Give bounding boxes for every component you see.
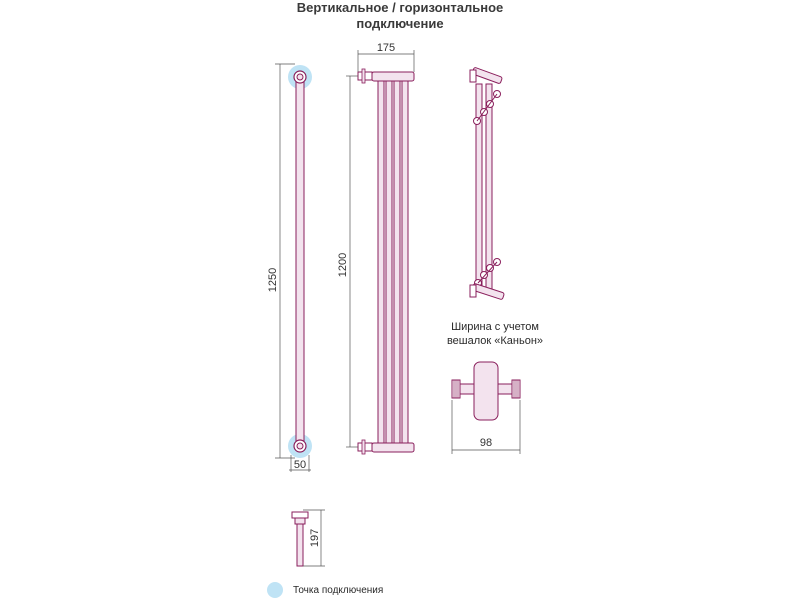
note-line-1: Ширина с учетом — [451, 321, 539, 333]
note-line-2: вешалок «Каньон» — [446, 335, 544, 347]
connection-point-icon — [267, 582, 283, 598]
dimension-radiator-height-label: 1200 — [337, 253, 349, 277]
rail-tube — [295, 76, 305, 447]
title-line-2: подключение — [356, 16, 444, 31]
side-view — [469, 67, 505, 300]
dimension-hanger-width — [451, 400, 521, 454]
dimension-depth-label: 197 — [309, 529, 321, 547]
front-view-radiator: 175 1200 — [337, 42, 415, 455]
bottom-view-depth: 197 — [291, 509, 325, 567]
dimension-rail-width — [289, 455, 311, 472]
top-view-hangers: 98 — [451, 361, 521, 454]
bottom-collector — [371, 442, 415, 453]
dimension-rail-height — [275, 63, 295, 459]
depth-tube — [296, 523, 304, 567]
hanger-body — [473, 361, 499, 421]
hook-icon — [486, 264, 494, 272]
dimension-depth — [303, 509, 325, 567]
dimension-hanger-width-label: 98 — [480, 437, 492, 449]
hanger-width-note: Ширина с учетом вешалок «Каньон» — [430, 320, 560, 348]
radiator-tube — [401, 79, 409, 445]
diagram-title: Вертикальное / горизонтальное подключени… — [250, 0, 550, 32]
dimension-rail-width-label: 50 — [294, 459, 306, 471]
dimension-rail-height-label: 1250 — [267, 268, 279, 292]
radiator-tube — [385, 79, 393, 445]
top-collector — [371, 71, 415, 82]
dimension-radiator-width — [357, 50, 415, 72]
dimension-radiator-height — [346, 75, 358, 448]
dimension-radiator-width-label: 175 — [377, 42, 395, 54]
radiator-tube — [377, 79, 385, 445]
legend-label: Точка подключения — [293, 585, 384, 596]
hook-icon — [480, 271, 488, 279]
title-line-1: Вертикальное / горизонтальное — [296, 0, 504, 15]
radiator-tube — [393, 79, 401, 445]
front-view-rail: 1250 50 — [267, 63, 312, 472]
side-tube — [485, 83, 493, 295]
